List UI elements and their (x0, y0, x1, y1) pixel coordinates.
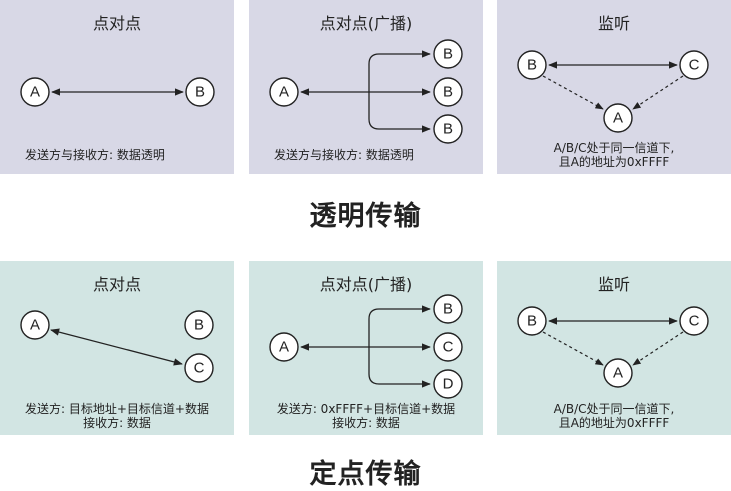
panel-caption: 发送方与接收方: 数据透明 (274, 148, 414, 162)
svg-text:A: A (279, 339, 289, 356)
node-c: C (184, 353, 214, 383)
section-title-fixed: 定点传输 (309, 459, 422, 490)
svg-text:A: A (30, 317, 40, 334)
svg-text:B: B (194, 317, 204, 334)
svg-text:B: B (443, 46, 453, 63)
node-a: A (603, 103, 633, 133)
transparent-monitor-diagram: B C A (517, 50, 709, 133)
panel-title: 点对点(广播) (319, 275, 413, 294)
svg-text:B: B (527, 57, 537, 74)
node-b2: B (433, 77, 463, 107)
arrow-to-b1 (368, 50, 431, 92)
panel-title: 点对点 (92, 14, 141, 33)
transparent-broadcast-diagram: A B B B (269, 39, 463, 144)
fixed-broadcast-diagram: A B C D (269, 294, 463, 399)
panel-title: 点对点 (92, 275, 141, 294)
svg-text:C: C (689, 57, 700, 74)
svg-text:B: B (443, 84, 453, 101)
panel-title: 点对点(广播) (319, 14, 413, 33)
a-c-arrow (50, 328, 183, 366)
node-a: A (269, 77, 299, 107)
panel-caption-line2: 且A的地址为0xFFFF (558, 155, 670, 169)
svg-text:A: A (30, 84, 40, 101)
arrow-to-b3 (368, 92, 431, 133)
panel-caption: 发送方与接收方: 数据透明 (25, 148, 165, 162)
fixed-monitor-panel: 监听 B C A A/B/C处于同一信道下, 且A的地址为0xFFFF (497, 261, 731, 435)
transparent-p2p-diagram: A B (20, 77, 215, 107)
fixed-p2p-diagram: A B C (20, 310, 214, 383)
node-a: A (603, 358, 633, 388)
panel-caption-line2: 接收方: 数据 (332, 416, 400, 430)
transparent-p2p-panel: 点对点 A B 发送方与接收方: 数据透明 (0, 0, 234, 174)
fixed-p2p-panel: 点对点 A B C 发送方: 目标地址+目标信道+数据 接收方: 数据 (0, 261, 234, 435)
c-to-a-dashed-arrow (632, 331, 684, 366)
node-b: B (517, 306, 547, 336)
svg-text:A: A (613, 110, 623, 127)
svg-text:B: B (443, 301, 453, 318)
panel-caption-line1: A/B/C处于同一信道下, (553, 141, 675, 155)
node-c: C (679, 306, 709, 336)
node-b: B (185, 77, 215, 107)
svg-text:C: C (194, 360, 205, 377)
node-b1: B (433, 39, 463, 69)
node-a: A (20, 77, 50, 107)
node-c: C (433, 332, 463, 362)
svg-text:A: A (613, 365, 623, 382)
svg-text:C: C (689, 313, 700, 330)
node-a: A (269, 332, 299, 362)
fixed-broadcast-panel: 点对点(广播) A B C D 发送方: 0xFFFF+目标信道+数据 接收方:… (249, 261, 483, 435)
node-c: C (679, 50, 709, 80)
c-to-a-dashed-arrow (632, 75, 684, 110)
svg-text:B: B (195, 84, 205, 101)
svg-text:A: A (279, 84, 289, 101)
panel-caption-line1: 发送方: 目标地址+目标信道+数据 (25, 402, 209, 416)
transparent-monitor-panel: 监听 B C A A/B/C处于同一信道下, 且A的地址为0xFFFF (497, 0, 731, 174)
svg-text:B: B (527, 313, 537, 330)
node-d: D (433, 369, 463, 399)
svg-text:D: D (443, 376, 454, 393)
node-b3: B (433, 114, 463, 144)
arrow-to-d (368, 347, 431, 388)
panel-caption-line2: 且A的地址为0xFFFF (558, 416, 670, 430)
panel-caption-line2: 接收方: 数据 (83, 416, 151, 430)
panel-caption-line1: A/B/C处于同一信道下, (553, 402, 675, 416)
arrow-to-b (368, 305, 431, 347)
panel-title: 监听 (597, 275, 630, 294)
panel-caption-line1: 发送方: 0xFFFF+目标信道+数据 (276, 402, 456, 416)
svg-text:C: C (443, 339, 454, 356)
fixed-monitor-diagram: B C A (517, 306, 709, 388)
node-b: B (184, 310, 214, 340)
node-b: B (517, 50, 547, 80)
section-title-transparent: 透明传输 (309, 201, 422, 232)
svg-text:B: B (443, 121, 453, 138)
node-a: A (20, 310, 50, 340)
transparent-broadcast-panel: 点对点(广播) A B B B 发送方与接收方: 数据透明 (249, 0, 483, 174)
node-b: B (433, 294, 463, 324)
panel-title: 监听 (597, 14, 630, 33)
b-to-a-dashed-arrow (542, 75, 604, 110)
b-to-a-dashed-arrow (542, 331, 604, 366)
